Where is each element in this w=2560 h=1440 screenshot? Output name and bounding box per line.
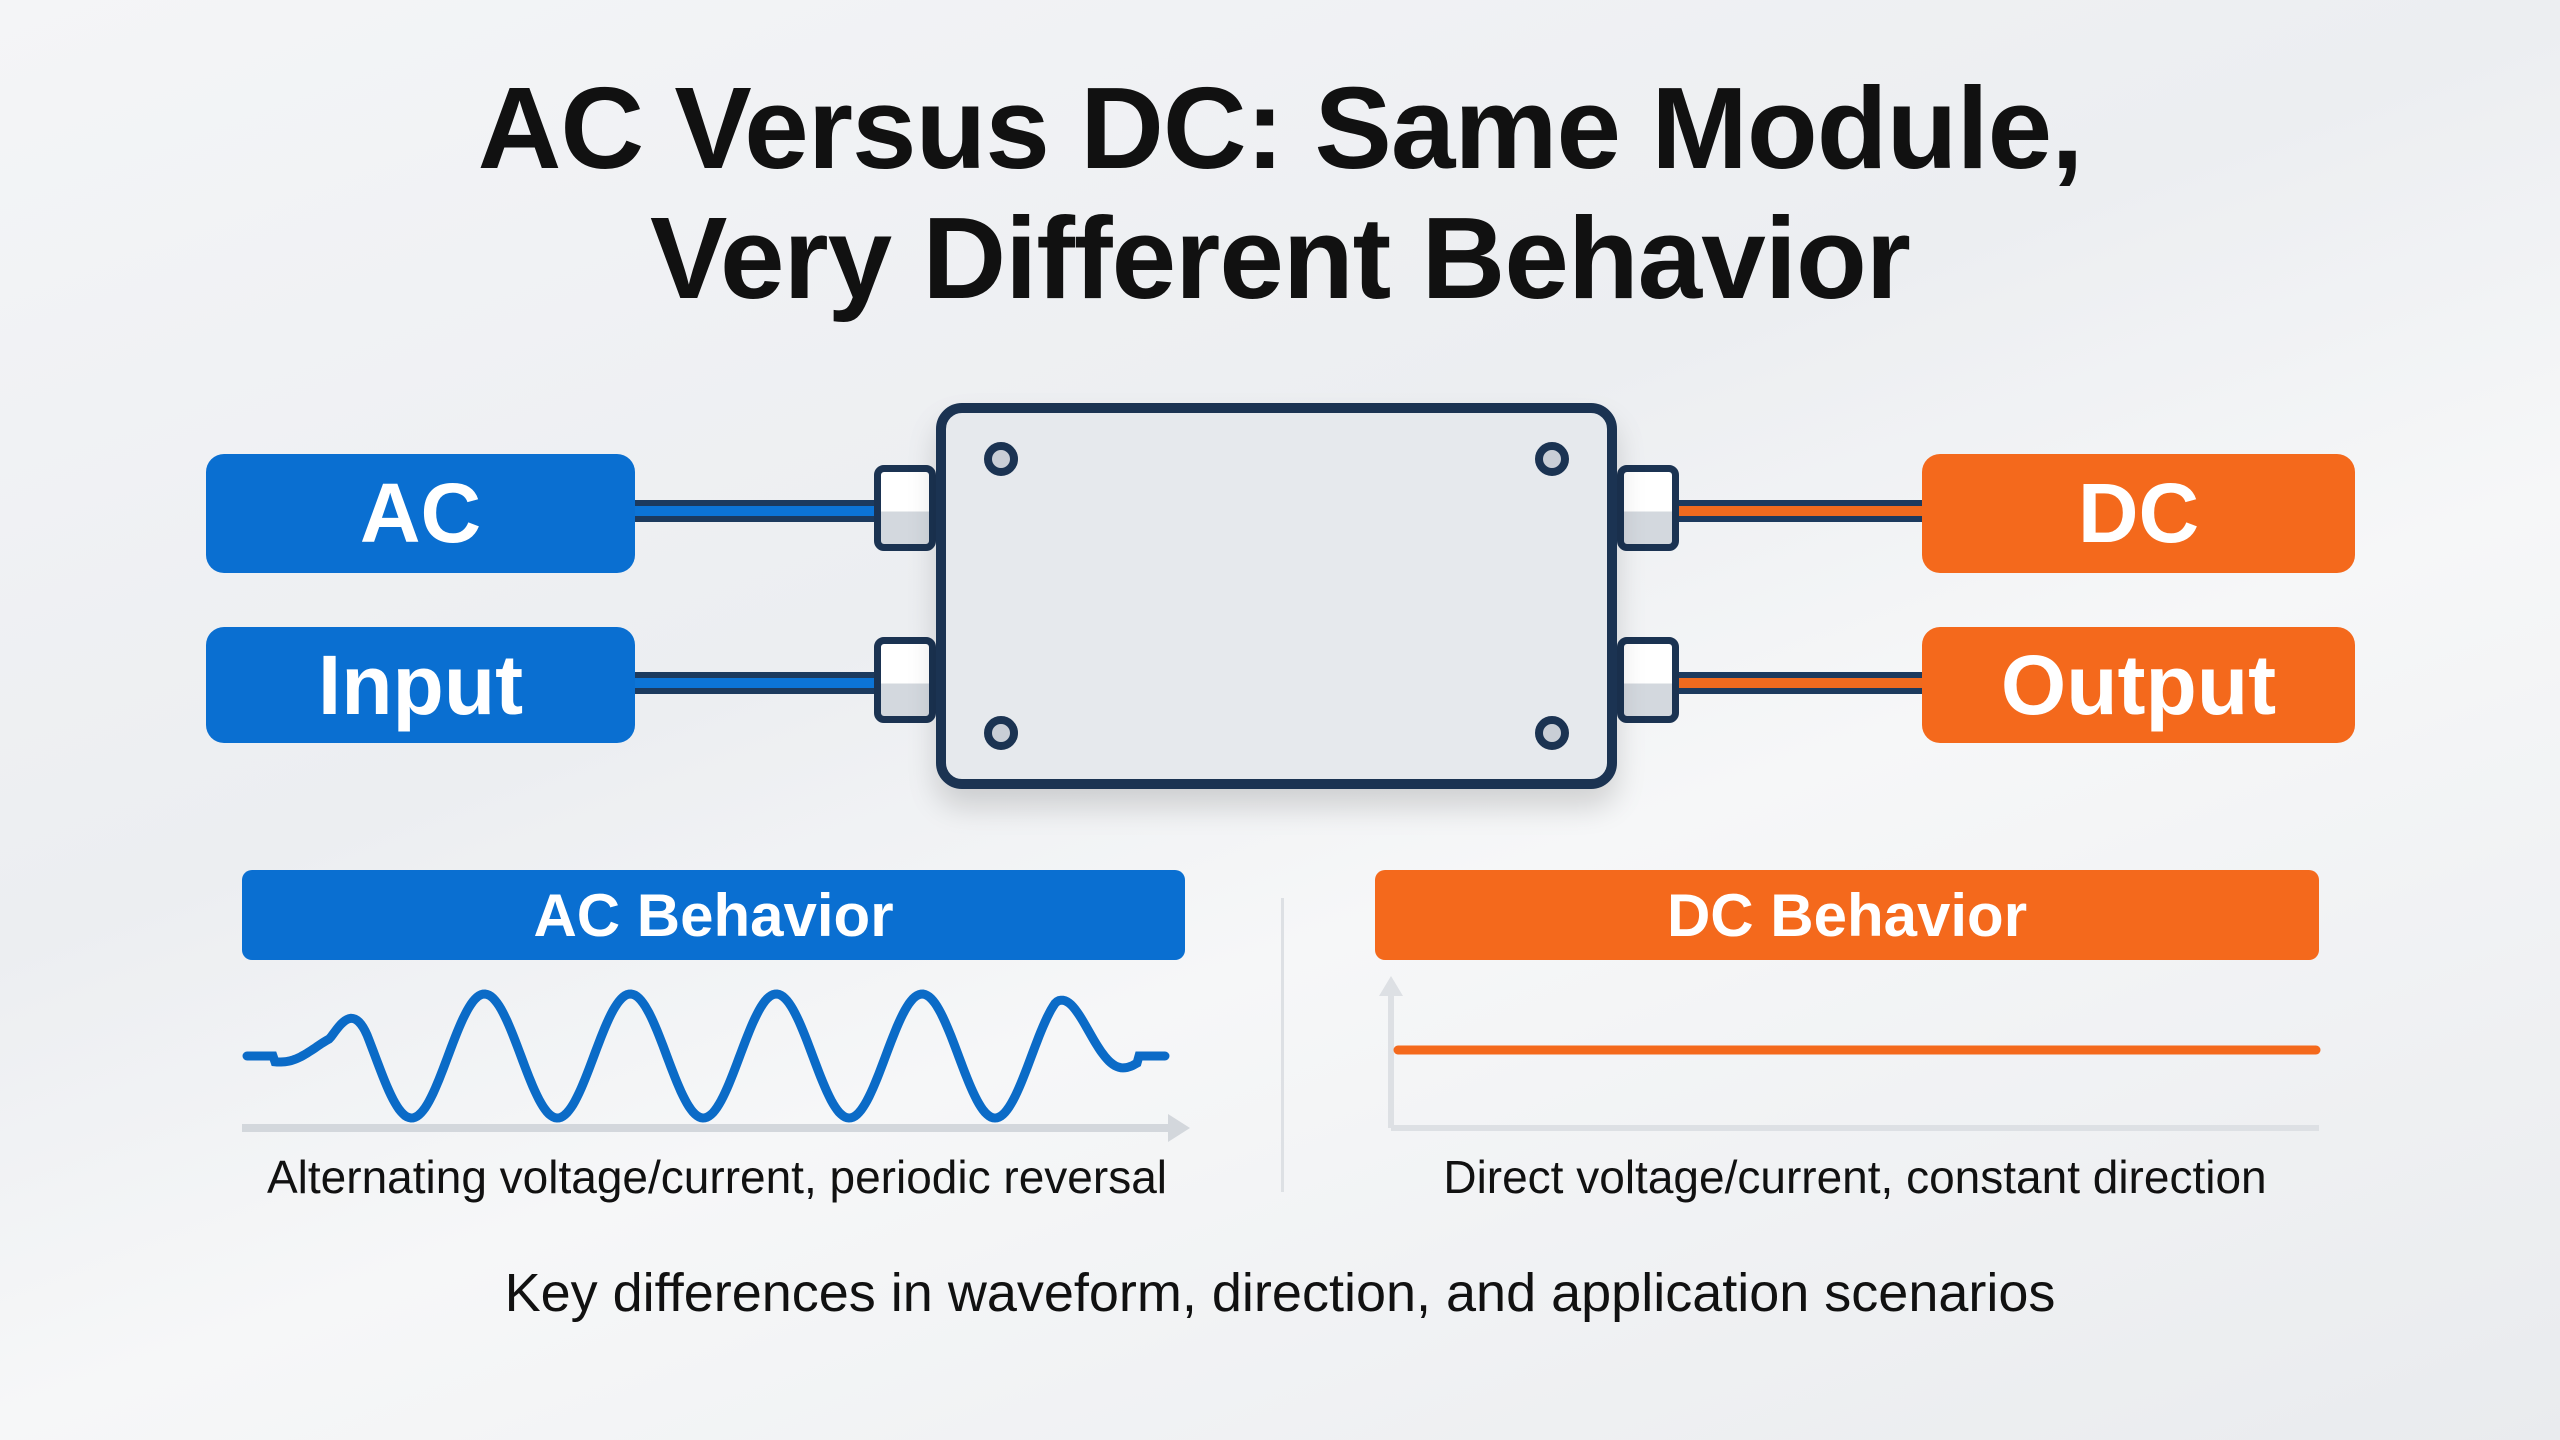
ac-axis-arrow-icon (1168, 1114, 1190, 1142)
ac-label: AC (206, 454, 635, 573)
footer-text: Key differences in waveform, direction, … (504, 1263, 2056, 1323)
ac-behavior-header: AC Behavior (242, 870, 1185, 960)
screw-icon (984, 716, 1018, 750)
input-wire-top (635, 500, 877, 522)
dc-behavior-header: DC Behavior (1375, 870, 2319, 960)
output-wire-bottom (1676, 672, 1922, 694)
input-wire-bottom (635, 672, 877, 694)
title-line-1: AC Versus DC: Same Module, (477, 63, 2084, 193)
input-terminal-top (874, 465, 936, 551)
dc-axis-arrow-icon (1379, 976, 1403, 996)
ac-caption: Alternating voltage/current, periodic re… (266, 1151, 1167, 1203)
input-label: Input (206, 627, 635, 743)
divider (1281, 898, 1284, 1192)
screw-icon (1535, 716, 1569, 750)
screw-icon (984, 442, 1018, 476)
dc-label: DC (1922, 454, 2355, 573)
converter-module (936, 403, 1617, 789)
output-terminal-top (1617, 465, 1679, 551)
input-terminal-bottom (874, 637, 936, 723)
output-wire-top (1676, 500, 1922, 522)
output-label: Output (1922, 627, 2355, 743)
dc-caption: Direct voltage/current, constant directi… (1443, 1151, 2267, 1203)
ac-sine-wave (242, 989, 1170, 1123)
output-terminal-bottom (1617, 637, 1679, 723)
screw-icon (1535, 442, 1569, 476)
title-line-2: Very Different Behavior (650, 193, 1911, 323)
